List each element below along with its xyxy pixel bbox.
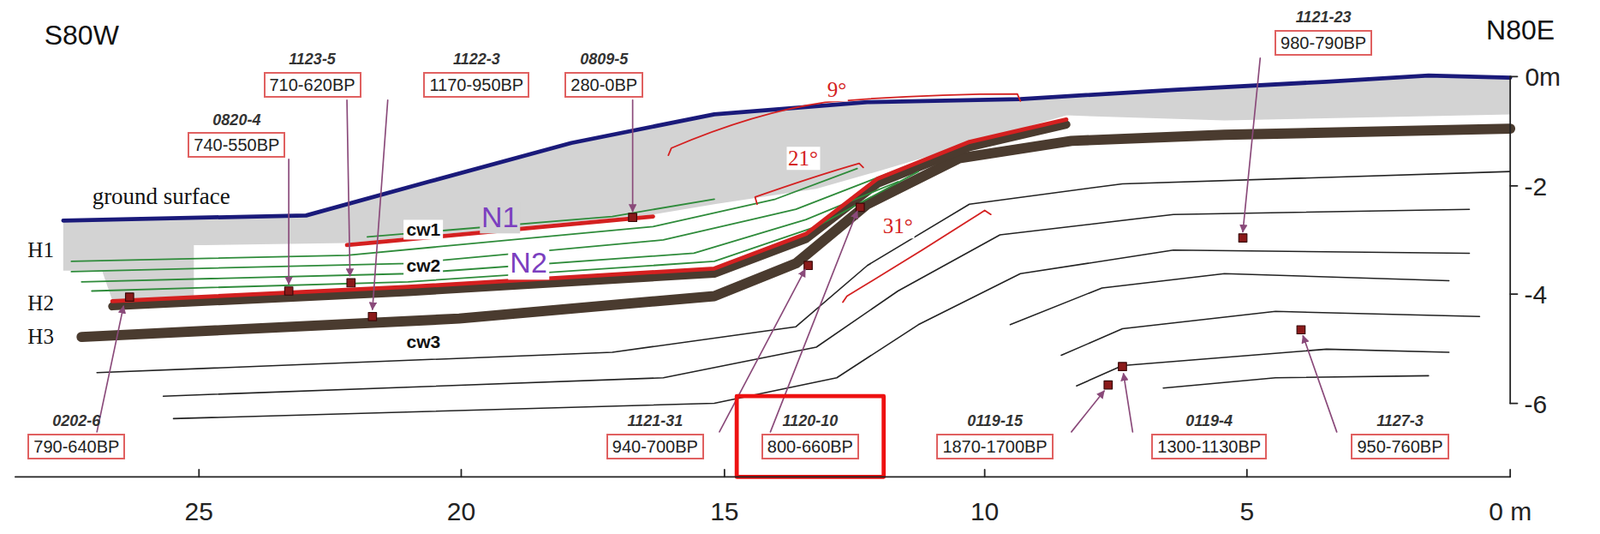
depth-label: -4 bbox=[1524, 280, 1548, 309]
age-range: 740-550BP bbox=[187, 131, 286, 158]
sample-id: 0202-6 bbox=[52, 411, 101, 431]
angle-brackets bbox=[668, 94, 1021, 303]
depth-label: 0m bbox=[1524, 62, 1561, 91]
age-range: 710-620BP bbox=[263, 71, 362, 98]
sample-id: 0119-15 bbox=[967, 411, 1023, 431]
distance-label: 15 bbox=[710, 495, 739, 525]
horizon-label: H2 bbox=[27, 291, 54, 316]
age-range: 800-660BP bbox=[761, 433, 860, 460]
sample-node: 0119-151870-1700BP bbox=[936, 411, 1053, 460]
sample-node: 1120-10800-660BP bbox=[761, 411, 860, 460]
age-range: 950-760BP bbox=[1350, 433, 1449, 460]
sample-points bbox=[125, 202, 1306, 389]
distance-label: 10 bbox=[970, 495, 999, 525]
dip-angle: 21° bbox=[786, 146, 820, 171]
age-range: 940-700BP bbox=[606, 433, 705, 460]
sample-node: 0202-6790-640BP bbox=[27, 411, 126, 460]
unit-label: cw2 bbox=[404, 255, 444, 275]
horizon-label: H1 bbox=[27, 238, 54, 263]
surface-label: ground surface bbox=[92, 184, 231, 210]
age-range: 790-640BP bbox=[27, 433, 126, 460]
direction-label: N80E bbox=[1486, 15, 1555, 46]
sample-id: 0119-4 bbox=[1185, 411, 1233, 431]
age-range: 1870-1700BP bbox=[936, 433, 1053, 460]
unit-label: cw3 bbox=[404, 332, 444, 353]
axes bbox=[15, 76, 1518, 477]
sample-id: 1121-31 bbox=[626, 411, 683, 431]
depth-label: -6 bbox=[1524, 388, 1548, 418]
unit-label: cw1 bbox=[404, 220, 444, 240]
cw-lines bbox=[71, 168, 919, 292]
highlight-box bbox=[736, 395, 884, 477]
age-range: 1300-1130BP bbox=[1151, 433, 1267, 460]
distance-label: 5 bbox=[1239, 495, 1254, 525]
h2-red-line bbox=[112, 119, 1067, 301]
sample-id: 1120-10 bbox=[782, 411, 839, 431]
age-range: 1170-950BP bbox=[423, 71, 530, 98]
horizon-label: H3 bbox=[27, 324, 54, 349]
sample-id: 0809-5 bbox=[579, 50, 628, 70]
age-range: 280-0BP bbox=[564, 71, 644, 98]
sample-id: 1122-3 bbox=[453, 50, 501, 70]
leader-lines bbox=[96, 58, 1337, 432]
age-range: 980-790BP bbox=[1274, 29, 1373, 56]
sample-id: 1123-5 bbox=[288, 50, 336, 70]
sample-node: 1121-23980-790BP bbox=[1274, 8, 1373, 56]
sample-node: 0809-5280-0BP bbox=[564, 50, 644, 98]
sample-node: 1122-31170-950BP bbox=[423, 50, 530, 98]
event-label: N1 bbox=[479, 201, 520, 233]
direction-label: S80W bbox=[44, 20, 120, 51]
sample-node: 0820-4740-550BP bbox=[187, 111, 286, 159]
sample-node: 1127-3950-760BP bbox=[1350, 411, 1449, 460]
sample-node: 1123-5710-620BP bbox=[263, 50, 362, 98]
dip-angle: 9° bbox=[825, 77, 849, 102]
dip-angle: 31° bbox=[881, 214, 915, 239]
sample-id: 0820-4 bbox=[212, 111, 261, 131]
event-label: N2 bbox=[507, 247, 549, 280]
distance-label: 25 bbox=[185, 495, 214, 525]
sample-node: 1121-31940-700BP bbox=[606, 411, 705, 460]
distance-label: 20 bbox=[447, 495, 476, 525]
h3-horizon bbox=[81, 128, 1511, 337]
depth-label: -2 bbox=[1524, 171, 1548, 200]
sample-id: 1121-23 bbox=[1295, 8, 1352, 28]
sample-id: 1127-3 bbox=[1376, 411, 1424, 431]
distance-label: 0 m bbox=[1488, 495, 1532, 525]
sample-node: 0119-41300-1130BP bbox=[1151, 411, 1267, 460]
